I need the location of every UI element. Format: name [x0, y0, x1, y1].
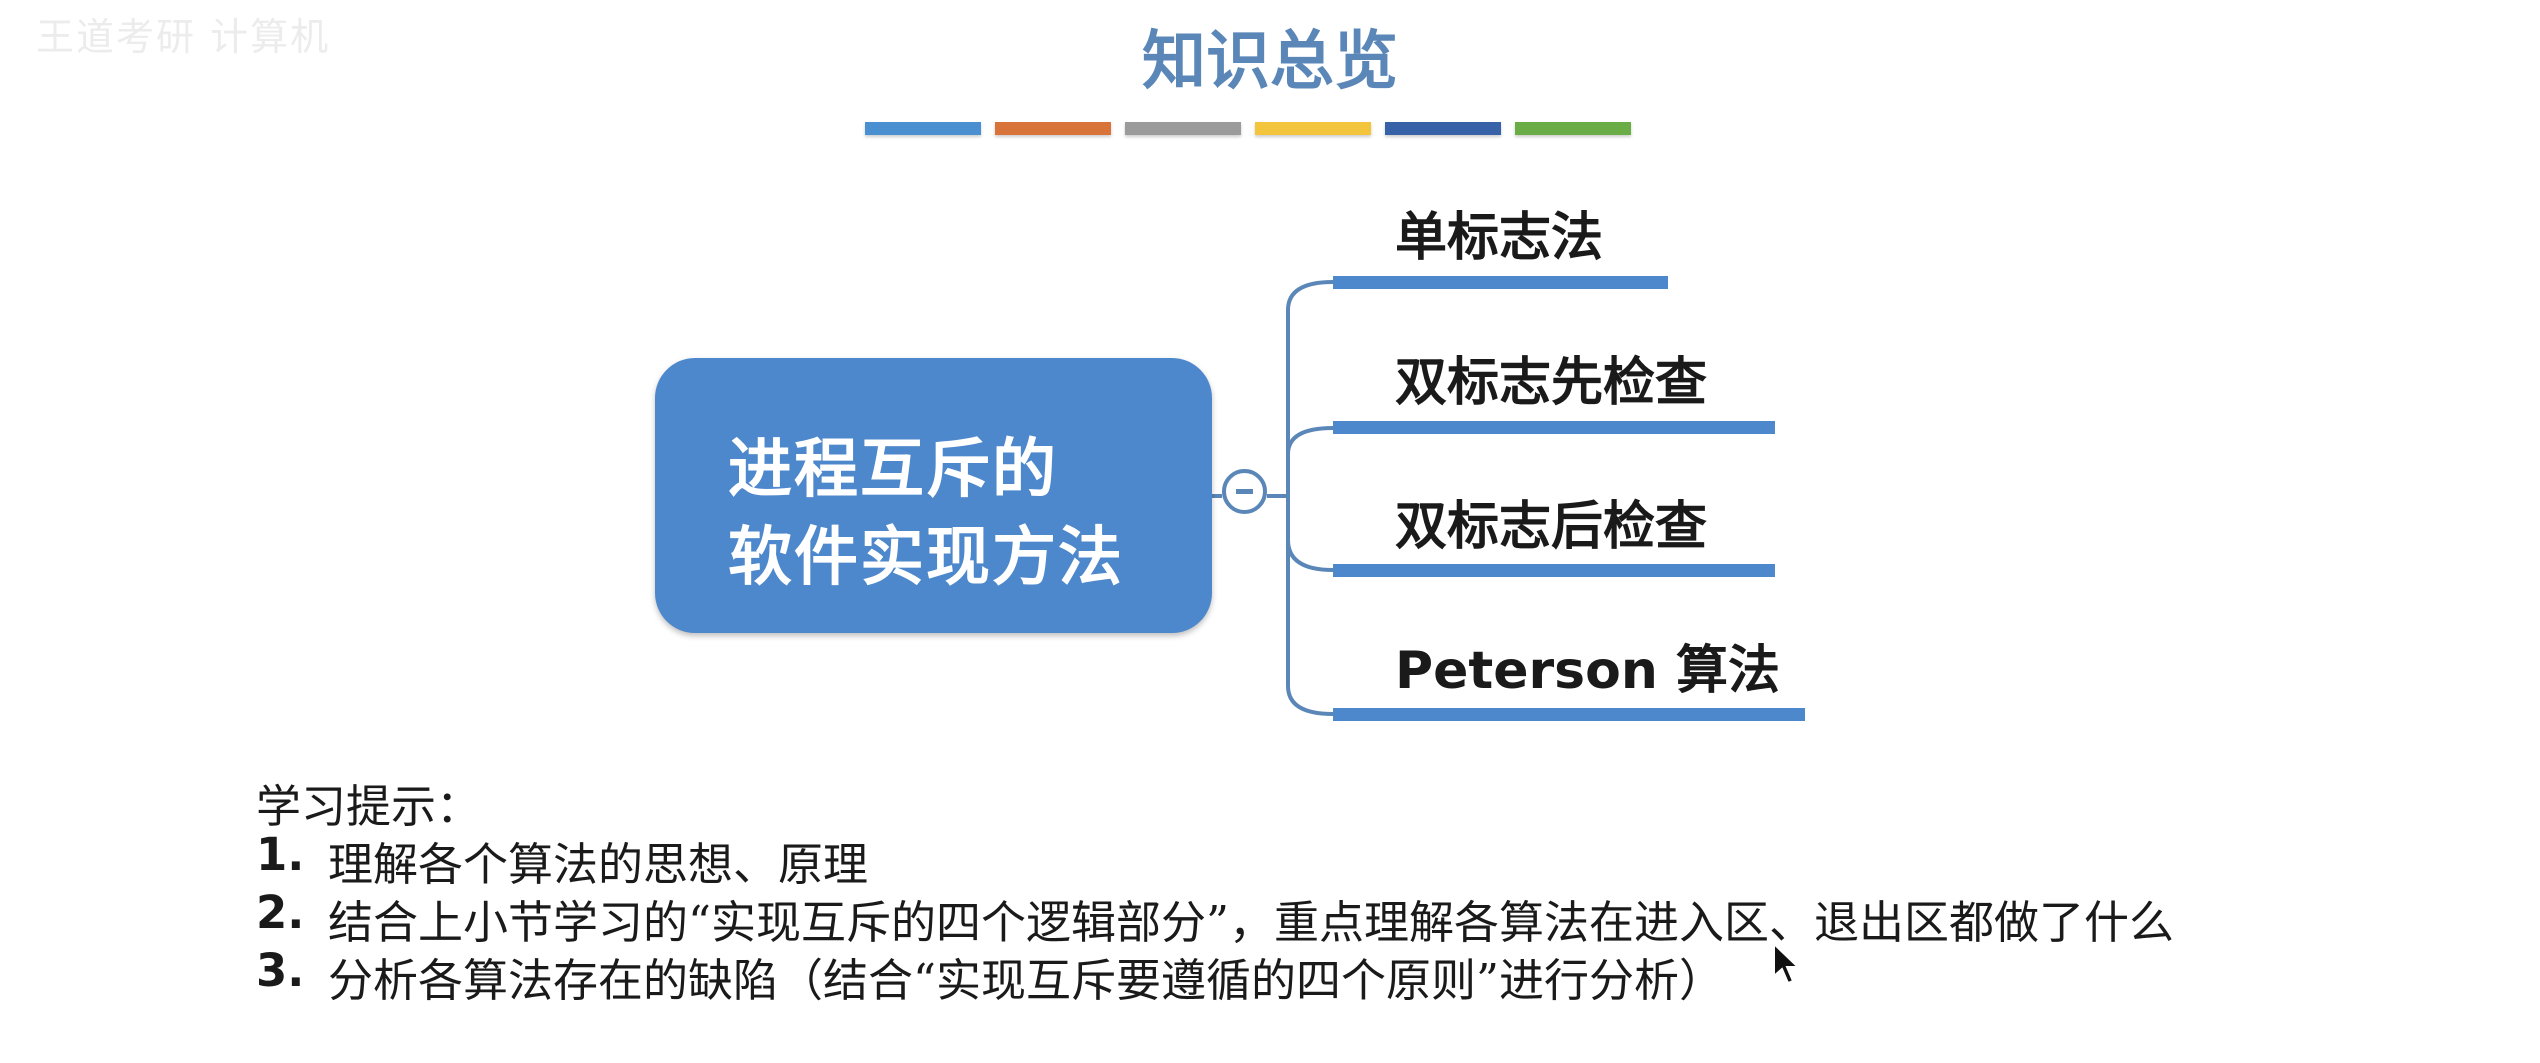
- branch-label: 单标志法: [1395, 208, 1604, 268]
- branch-underline: [1333, 421, 1775, 434]
- swatch-navy: [1385, 122, 1501, 135]
- branch-label: Peterson 算法: [1395, 641, 1780, 701]
- swatch-yellow: [1255, 122, 1371, 135]
- swatch-blue: [865, 122, 981, 135]
- swatch-orange: [995, 122, 1111, 135]
- tip-number: 3.: [256, 944, 305, 997]
- tip-text: 理解各个算法的思想、原理: [328, 838, 869, 891]
- branch-underline: [1333, 708, 1805, 721]
- mouse-cursor-icon: [1773, 942, 1801, 985]
- branch-label: 双标志先检查: [1395, 353, 1708, 413]
- tip-number: 1.: [256, 828, 305, 881]
- branch-label: 双标志后检查: [1395, 497, 1708, 557]
- central-topic-line-1: 进程互斥的: [728, 433, 1058, 507]
- tip-number: 2.: [256, 886, 305, 939]
- branch-underline: [1333, 564, 1775, 577]
- central-topic-line-2: 软件实现方法: [728, 521, 1124, 595]
- watermark: 王道考研 计算机: [36, 15, 331, 59]
- connector-branch-3: [1286, 539, 1334, 572]
- minus-icon: [1236, 489, 1253, 494]
- tips-heading: 学习提示：: [256, 780, 482, 833]
- central-topic-node[interactable]: 进程互斥的 软件实现方法: [655, 358, 1212, 633]
- swatch-green: [1515, 122, 1631, 135]
- page-title: 知识总览: [1142, 24, 1398, 99]
- connector-branch-2: [1286, 426, 1334, 455]
- branch-underline: [1333, 276, 1668, 289]
- swatch-gray: [1125, 122, 1241, 135]
- connector-spine: [1286, 280, 1334, 716]
- tip-text: 结合上小节学习的“实现互斥的四个逻辑部分”，重点理解各算法在进入区、退出区都做了…: [328, 896, 2175, 949]
- collapse-button[interactable]: [1222, 469, 1267, 514]
- tip-text: 分析各算法存在的缺陷（结合“实现互斥要遵循的四个原则”进行分析）: [328, 954, 1725, 1007]
